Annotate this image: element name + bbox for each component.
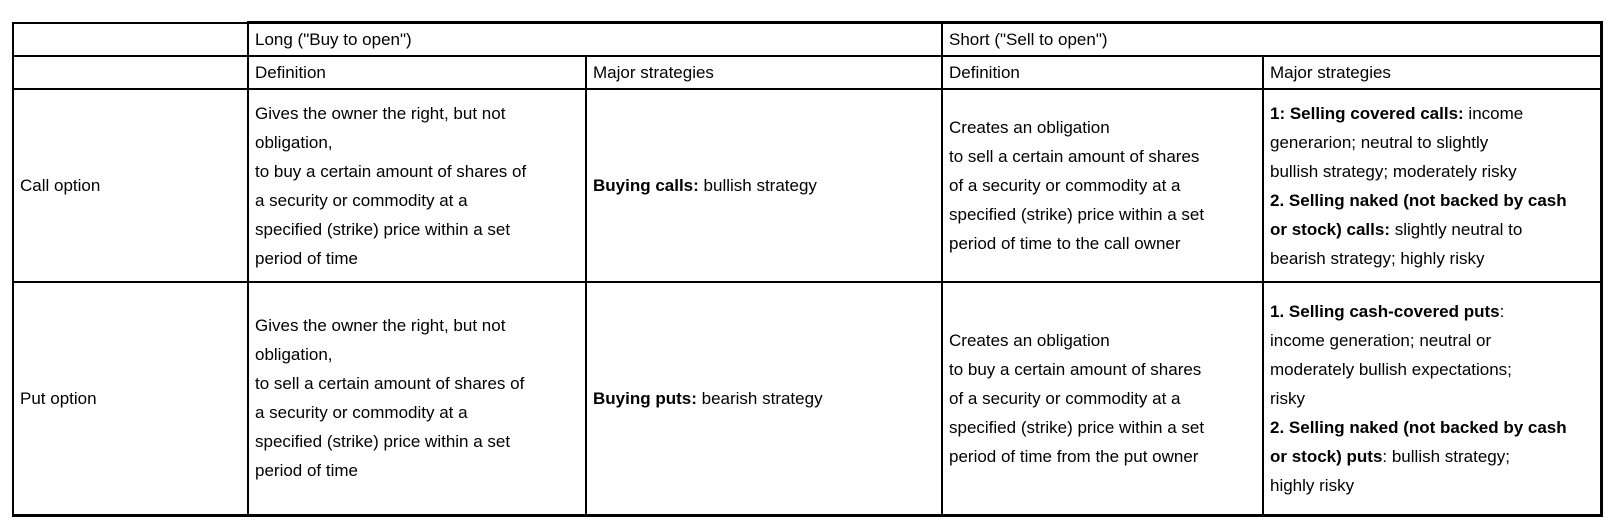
empty-corner-cell <box>12 55 249 90</box>
cell-call-long-definition: Gives the owner the right, but not oblig… <box>247 88 587 283</box>
row-label-call-option: Call option <box>12 88 249 283</box>
subheader-long-major-strategies: Major strategies <box>585 55 943 90</box>
cell-put-long-strategies: Buying puts: bearish strategy <box>585 281 943 517</box>
header-long-buy-to-open: Long ("Buy to open") <box>247 21 943 57</box>
cell-call-short-definition: Creates an obligation to sell a certain … <box>941 88 1264 283</box>
options-long-short-table: Long ("Buy to open") Short ("Sell to ope… <box>12 21 1603 517</box>
cell-put-short-strategies: 1. Selling cash-covered puts: income gen… <box>1262 281 1603 517</box>
subheader-short-major-strategies: Major strategies <box>1262 55 1603 90</box>
cell-call-long-strategies: Buying calls: bullish strategy <box>585 88 943 283</box>
empty-corner-cell <box>12 21 249 57</box>
header-short-sell-to-open: Short ("Sell to open") <box>941 21 1603 57</box>
subheader-long-definition: Definition <box>247 55 587 90</box>
cell-put-short-definition: Creates an obligation to buy a certain a… <box>941 281 1264 517</box>
subheader-short-definition: Definition <box>941 55 1264 90</box>
row-label-put-option: Put option <box>12 281 249 517</box>
cell-put-long-definition: Gives the owner the right, but not oblig… <box>247 281 587 517</box>
cell-call-short-strategies: 1: Selling covered calls: income generar… <box>1262 88 1603 283</box>
